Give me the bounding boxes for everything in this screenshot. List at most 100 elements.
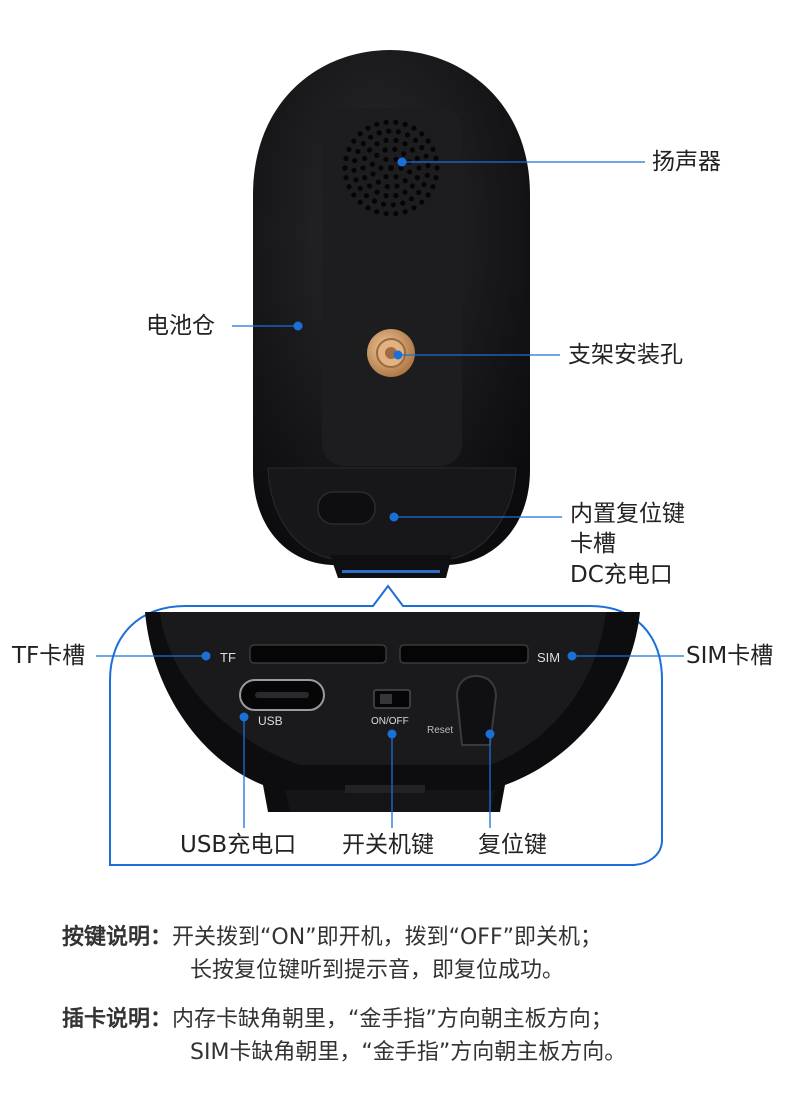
speaker-hole <box>362 155 368 161</box>
speaker-hole <box>407 169 413 175</box>
label-reset-inner: 内置复位键 <box>570 501 685 527</box>
speaker-hole <box>388 165 394 171</box>
camera-bottom-view <box>145 612 640 812</box>
speaker-hole <box>383 137 389 143</box>
key-instructions: 按键说明：开关拨到“ON”即开机，拨到“OFF”即关机； 长按复位键听到提示音，… <box>62 921 602 987</box>
speaker-hole <box>404 132 411 138</box>
key-instructions-head: 按键说明： <box>62 925 173 950</box>
speaker-hole <box>402 178 408 184</box>
mark-onoff: ON/OFF <box>371 716 409 727</box>
speaker-hole <box>374 189 380 195</box>
speaker-hole <box>425 192 431 198</box>
foot-accent-line <box>342 570 440 573</box>
speaker-hole <box>430 184 436 190</box>
speaker-hole <box>374 209 380 215</box>
speaker-hole <box>357 199 363 205</box>
speaker-hole <box>419 145 425 151</box>
bottom-foot-lower <box>285 790 495 812</box>
speaker-hole <box>362 175 368 181</box>
speaker-hole <box>352 158 358 164</box>
speaker-hole <box>433 175 439 181</box>
speaker-hole <box>378 165 384 171</box>
reset-button-inner[interactable] <box>317 491 376 525</box>
speaker-hole <box>434 165 440 171</box>
speaker-hole <box>393 193 399 199</box>
speaker-hole <box>393 137 399 143</box>
speaker-hole <box>394 183 400 189</box>
card-instructions-line2: SIM卡缺角朝里，“金手指”方向朝主板方向。 <box>190 1040 627 1065</box>
speaker-hole <box>402 189 408 195</box>
speaker-hole <box>367 183 373 189</box>
speaker-hole <box>376 130 382 136</box>
speaker-hole <box>419 131 425 137</box>
speaker-hole <box>343 155 349 161</box>
callout-frame <box>109 584 663 866</box>
speaker-hole <box>351 192 357 198</box>
speaker-hole <box>401 151 407 157</box>
speaker-hole <box>408 196 414 202</box>
bottom-leaders <box>96 651 684 828</box>
speaker-hole <box>393 174 399 180</box>
speaker-hole <box>367 147 373 153</box>
speaker-hole <box>414 175 420 181</box>
speaker-hole <box>409 147 415 153</box>
speaker-hole <box>412 137 419 143</box>
speaker-hole <box>368 134 374 140</box>
speaker-hole <box>421 181 427 188</box>
speaker-hole <box>343 175 349 181</box>
mark-sim: SIM <box>537 650 561 665</box>
mark-reset: Reset <box>427 725 454 736</box>
speaker-hole <box>395 129 401 135</box>
speaker-grille <box>342 119 440 217</box>
label-reset-key: 复位键 <box>478 832 547 858</box>
speaker-hole <box>411 205 417 211</box>
battery-cover-panel <box>322 108 462 466</box>
sim-card-slot[interactable] <box>399 644 529 664</box>
mark-usb: USB <box>258 714 283 728</box>
speaker-hole <box>393 119 399 125</box>
speaker-hole <box>409 183 415 189</box>
speaker-hole <box>419 199 425 205</box>
speaker-hole <box>375 179 381 185</box>
reset-pinhole-button[interactable] <box>455 674 498 746</box>
speaker-hole <box>365 125 371 131</box>
speaker-hole <box>393 156 399 162</box>
speaker-hole <box>383 211 389 217</box>
speaker-hole <box>425 163 431 169</box>
bottom-foot <box>330 555 452 578</box>
speaker-hole <box>382 147 388 153</box>
speaker-hole <box>353 177 359 183</box>
speaker-hole <box>371 198 378 204</box>
label-sim-slot: SIM卡槽 <box>686 643 774 669</box>
speaker-hole <box>414 155 420 161</box>
speaker-hole <box>360 140 366 147</box>
key-instructions-line1: 开关拨到“ON”即开机，拨到“OFF”即关机； <box>172 925 603 950</box>
speaker-hole <box>381 201 387 207</box>
tf-card-slot[interactable] <box>249 644 387 664</box>
speaker-hole <box>392 146 398 152</box>
label-usb-port: USB充电口 <box>180 832 297 858</box>
top-leaders <box>232 157 645 522</box>
label-battery: 电池仓 <box>146 313 215 339</box>
speaker-hole <box>351 167 357 173</box>
card-instructions-head: 插卡说明： <box>62 1007 173 1032</box>
speaker-hole <box>357 185 363 191</box>
speaker-hole <box>425 138 431 144</box>
speaker-hole <box>390 202 396 208</box>
speaker-hole <box>423 153 429 159</box>
speaker-hole <box>342 165 348 171</box>
speaker-hole <box>402 209 408 215</box>
speaker-hole <box>402 121 408 127</box>
speaker-hole <box>393 211 399 217</box>
speaker-hole <box>402 141 408 147</box>
card-instructions-line1: 内存卡缺角朝里，“金手指”方向朝主板方向； <box>172 1007 613 1032</box>
speaker-hole <box>369 161 375 167</box>
label-card-slot: 卡槽 <box>570 531 616 557</box>
speaker-hole <box>383 119 389 125</box>
speaker-hole <box>357 131 363 137</box>
speaker-hole <box>383 156 389 162</box>
speaker-hole <box>365 205 371 211</box>
speaker-hole <box>374 141 380 147</box>
speaker-hole <box>363 193 370 199</box>
